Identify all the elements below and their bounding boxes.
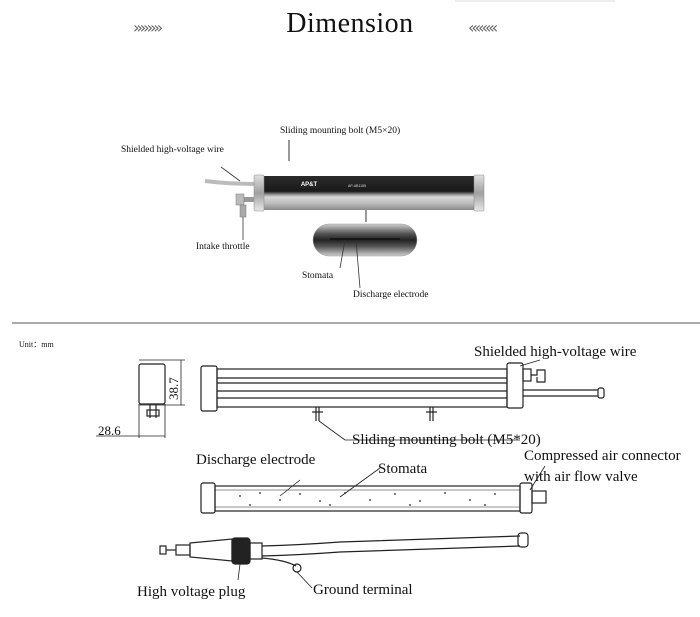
side-view-drawing [200,359,605,441]
stomata-label-bottom: Stomata [378,461,428,477]
right-chevrons-icon: «««« [468,18,498,37]
electrode-view-drawing [200,465,547,514]
cable-drawing [159,532,529,589]
wire-shape [204,179,257,186]
ground-terminal-label: Ground terminal [313,582,413,598]
page-title: Dimension [286,8,414,39]
shielded-wire-label-top: Shielded high-voltage wire [121,145,224,155]
end-view-drawing [96,359,185,438]
air-connector-label-line1: Compressed air connector [524,448,681,464]
top-decoration-line [455,0,615,2]
ionizer-bar-body [262,176,476,210]
brand-plate [300,180,318,188]
sliding-bolt-label-bottom: Sliding mounting bolt (M5*20) [352,432,541,448]
unit-label: Unit：mm [19,340,54,349]
width-dimension: 28.6 [98,423,121,438]
discharge-electrode-label-bottom: Discharge electrode [196,452,316,468]
throttle-body [240,197,254,202]
end-cap-right [473,174,485,212]
air-connector-label-line2: with air flow valve [524,469,638,485]
stomata-dots [239,492,496,506]
shielded-wire-label-bottom: Shielded high-voltage wire [474,344,637,360]
end-cap-left [253,174,265,212]
stomata-zoom-view [312,223,418,257]
left-chevrons-icon: »»»» [133,18,163,37]
intake-throttle-label: Intake throttle [196,242,250,252]
sliding-bolt-label-top: Sliding mounting bolt (M5×20) [280,126,401,136]
stomata-label-top: Stomata [302,271,334,281]
height-dimension: 38.7 [166,377,181,400]
discharge-electrode-label-top: Discharge electrode [353,290,429,300]
hv-plug-label: High voltage plug [137,584,246,600]
product-photo [204,140,485,289]
